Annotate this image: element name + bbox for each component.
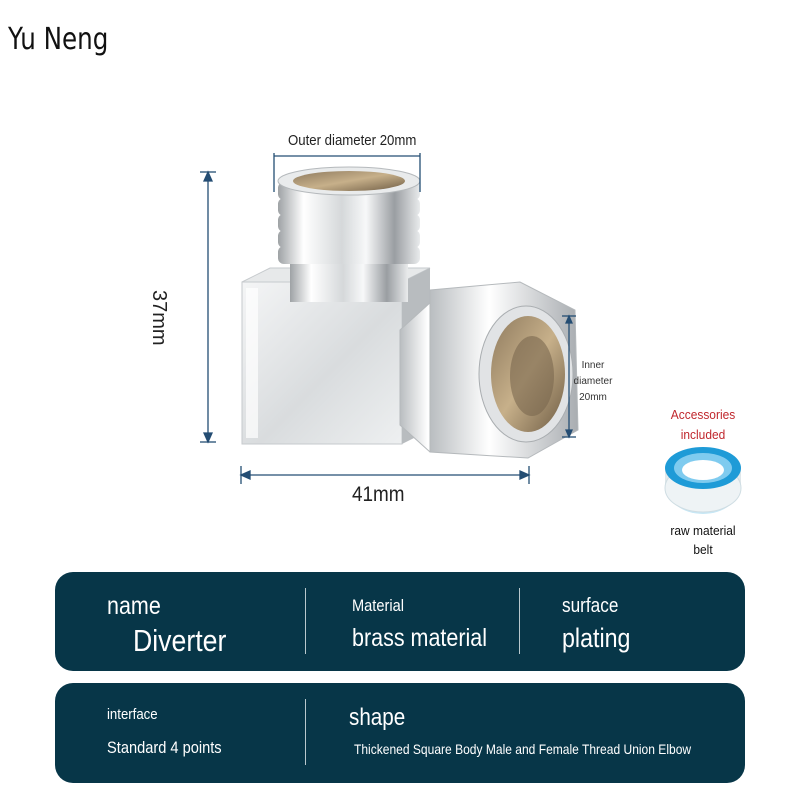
- brand-logo: Yu Neng: [8, 22, 109, 57]
- inner-diameter-label: Inner diameter 20mm: [568, 358, 618, 406]
- shape-label: shape: [349, 704, 406, 731]
- material-value: brass material: [352, 624, 488, 652]
- spec-divider: [519, 588, 520, 654]
- accessory-caption-line-2: belt: [693, 542, 713, 557]
- spec-divider: [305, 699, 306, 765]
- surface-value: plating: [562, 623, 631, 653]
- accessory-caption: raw material belt: [663, 521, 742, 559]
- spec-divider: [305, 588, 306, 654]
- height-dimension-label: 37mm: [148, 290, 170, 346]
- spec-panel-secondary: interface Standard 4 points shape Thicke…: [55, 683, 745, 783]
- product-diagram: Outer diameter 20mm 37mm 41mm Inner diam…: [148, 132, 618, 506]
- name-label: name: [107, 592, 161, 620]
- accessories-title: Accessories included: [663, 405, 742, 445]
- inner-diameter-line-1: Inner: [581, 360, 605, 371]
- elbow-fitting-image: [200, 153, 579, 484]
- material-label: Material: [352, 596, 405, 615]
- spec-panel-primary: name Diverter Material brass material su…: [55, 572, 745, 671]
- accessories-title-line-2: included: [680, 427, 726, 442]
- fitting-body: [241, 281, 403, 445]
- shape-value: Thickened Square Body Male and Female Th…: [354, 741, 692, 757]
- accessories-title-line-1: Accessories: [670, 407, 736, 422]
- interface-value: Standard 4 points: [107, 738, 222, 757]
- inner-diameter-line-3: 20mm: [579, 392, 607, 403]
- accessory-caption-line-1: raw material: [670, 523, 736, 538]
- surface-label: surface: [562, 595, 619, 617]
- interface-label: interface: [107, 706, 158, 723]
- width-dimension-label: 41mm: [352, 483, 405, 506]
- outer-diameter-label: Outer diameter 20mm: [288, 132, 417, 149]
- thread-seal-tape-image: [664, 447, 742, 514]
- inner-diameter-line-2: diameter: [573, 376, 613, 387]
- name-value: Diverter: [133, 623, 227, 658]
